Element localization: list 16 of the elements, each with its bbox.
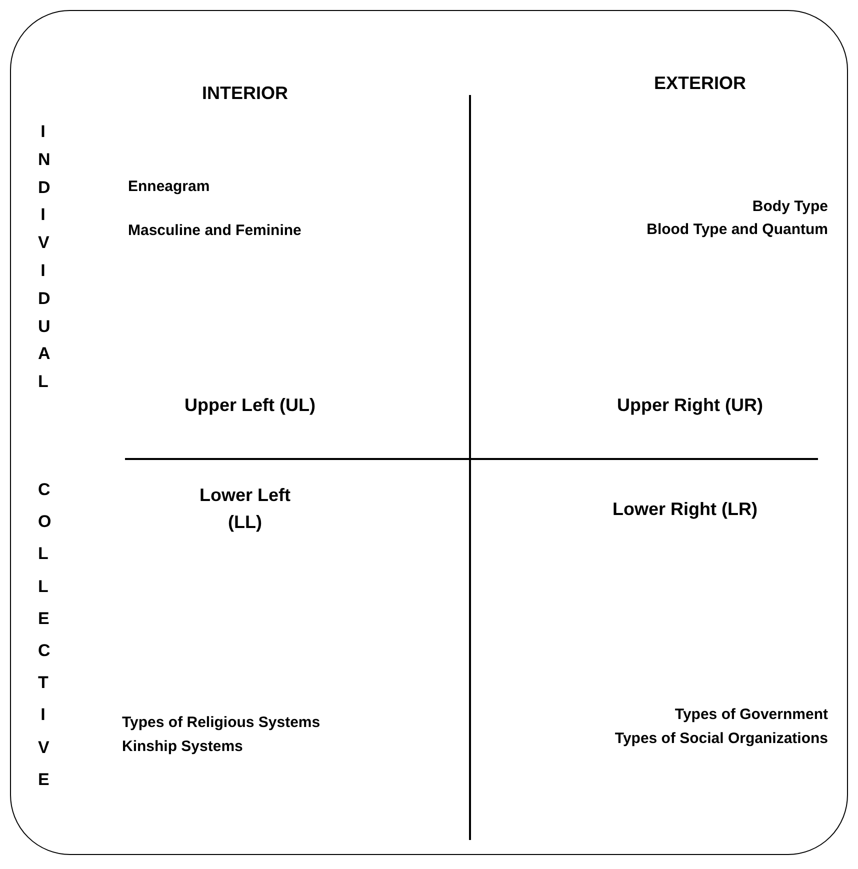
row-heading: COLLECTIVE (38, 479, 48, 791)
quadrant-label: Upper Right (UR) (616, 394, 764, 417)
quadrant-label: Lower Left (LL) (198, 484, 292, 534)
list-item: Types of Social Organizations (614, 729, 828, 749)
list-item: Types of Religious Systems (122, 713, 320, 733)
list-item: Masculine and Feminine (128, 221, 302, 241)
list-item: Body Type (752, 197, 828, 217)
list-item: Types of Government (674, 705, 828, 725)
list-item: Kinship Systems (122, 737, 243, 757)
list-item: Enneagram (128, 177, 210, 197)
row-heading: INDIVIDUAL (38, 121, 48, 394)
column-heading: INTERIOR (200, 82, 289, 105)
column-heading: EXTERIOR (652, 72, 747, 95)
list-item: Blood Type and Quantum (646, 220, 828, 240)
quadrant-label: Upper Left (UL) (184, 394, 316, 417)
quadrant-label: Lower Right (LR) (612, 498, 758, 521)
